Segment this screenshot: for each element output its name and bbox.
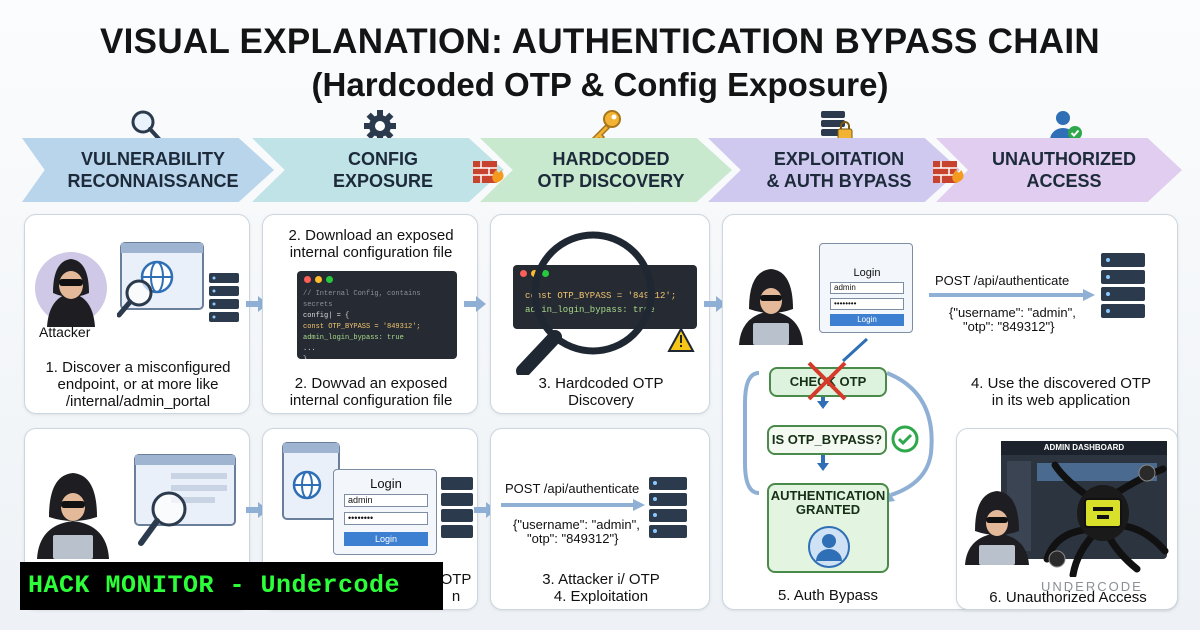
password-field[interactable]: •••••••• [344,512,428,525]
arrow-right-icon [501,499,645,511]
login-form: Login admin •••••••• Login [819,243,913,333]
caption-line: Discovery [568,392,634,409]
caption-line: endpoint, or at more like [57,376,219,393]
arrow-right-icon [929,289,1095,301]
code-line: admin_login_bypass: true [303,334,404,342]
server-icon [649,477,687,538]
magnifier-icon [516,231,695,375]
login-form: Login admin •••••••• Login [333,469,437,555]
caption-line: 1. Discover a misconfigured [45,359,231,376]
code-line: ... [303,345,316,353]
caption-line: 3. Hardcoded OTP [538,375,664,392]
hacker-laptop-icon [739,269,803,345]
browser-magnifier-icon [134,454,236,546]
caption-line: 2. Dowvad an exposed [294,375,448,392]
stage-label: VULNERABILITY [81,149,225,169]
arrow-right-icon [704,296,726,312]
code-line: } [303,355,451,359]
config-code-window: // Internal Config, contains secrets con… [297,271,457,359]
firewall-icon [473,161,504,183]
stage-label: EXPOSURE [332,171,434,191]
octopus-logo-icon [1043,461,1169,577]
caption-line: 3. Attacker i/ OTP [542,571,660,588]
granted-line: GRANTED [795,502,861,517]
hacker-laptop-icon [37,473,109,559]
hack-monitor-banner: HACK MONITOR - Undercode [20,562,443,610]
caption-line: 4. Exploitation [553,588,649,605]
panel-config-exposure: 2. Download an exposed internal configur… [262,214,478,414]
caption-line: in its web application [991,392,1131,409]
caption-line: 2. Download an exposed [288,227,454,244]
server-icon [441,477,473,538]
payload-line: {"username": "admin", [949,305,1076,320]
username-field[interactable]: admin [830,282,904,294]
caption-line: internal configuration file [289,244,453,261]
stage-label: RECONNAISSANCE [67,171,239,191]
server-lock-icon [821,111,853,142]
caption-line: n [451,588,461,605]
stage-label: & AUTH BYPASS [766,171,912,191]
code-line: // Internal Config, contains secrets [303,290,421,309]
caption-line: internal configuration file [289,392,453,409]
payload-line: "otp": "849312"} [527,531,619,546]
caption-line: OTP [440,571,472,588]
firewall-icon [933,161,964,183]
stage-label: ACCESS [1026,171,1102,191]
cross-icon [807,361,847,401]
code-line: admin_login_bypass: true [525,305,655,315]
panel-unauthorized-access: ADMIN DASHBOARD UNDERCODE 6. Unauthorize… [956,428,1178,610]
check-icon [891,425,919,453]
login-title: Login [370,476,402,491]
panel-otp-discovery: const OTP_BYPASS = '849312'; admin_login… [490,214,710,414]
hacker-icon [35,252,107,327]
stage-label: CONFIG [348,149,418,169]
code-line: const OTP_BYPASS = '849312'; [525,291,677,301]
server-icon [1101,253,1145,318]
stage-label: UNAUTHORIZED [992,149,1136,169]
stage-exploitation: EXPLOITATION& AUTH BYPASS [708,138,960,202]
endpoint-label: POST /api/authenticate [935,273,1070,288]
is-otp-bypass-box: IS OTP_BYPASS? [767,425,887,455]
hacker-laptop-icon [965,491,1029,565]
title-line-1: VISUAL EXPLANATION: AUTHENTICATION BYPAS… [100,22,1100,61]
browser-globe-icon [117,242,239,322]
title-line-2: (Hardcoded OTP & Config Exposure) [311,66,889,103]
login-title: Login [853,267,881,279]
stage-label: HARDCODED [552,149,670,169]
endpoint-label: POST /api/authenticate [505,481,640,496]
login-button[interactable]: Login [344,532,428,546]
watermark-text: UNDERCODE [1041,579,1143,594]
caption-line: 6. Unauthorized Access [989,589,1147,606]
payload-line: "otp": "849312"} [963,319,1055,334]
code-line: config| = { [303,312,350,320]
caption-line: /internal/admin_portal [65,393,211,410]
stage-label: OTP DISCOVERY [537,171,685,191]
granted-line: AUTHENTICATION [770,488,886,503]
username-field[interactable]: admin [344,494,428,507]
browser-globe-icon [282,442,340,520]
key-icon [591,110,621,143]
stage-label: EXPLOITATION [773,149,905,169]
panel-reconnaissance: Attacker 1. Discover a misconfigured end… [24,214,250,414]
authentication-granted-box: AUTHENTICATION GRANTED [767,483,889,573]
payload-line: {"username": "admin", [513,517,640,532]
arrow-right-icon [464,296,486,312]
caption-line: 4. Use the discovered OTP [970,375,1152,392]
user-icon [808,526,850,568]
login-button[interactable]: Login [830,314,904,326]
panel-exploitation-request: POST /api/authenticate {"username": "adm… [490,428,710,610]
user-check-icon [1050,111,1082,140]
password-field[interactable]: •••••••• [830,298,904,310]
code-line: const OTP_BYPASS = '849312'; [303,323,421,331]
attacker-label: Attacker [39,324,91,340]
caption-line: 5. Auth Bypass [777,587,879,604]
dashboard-title: ADMIN DASHBOARD [1001,441,1167,455]
